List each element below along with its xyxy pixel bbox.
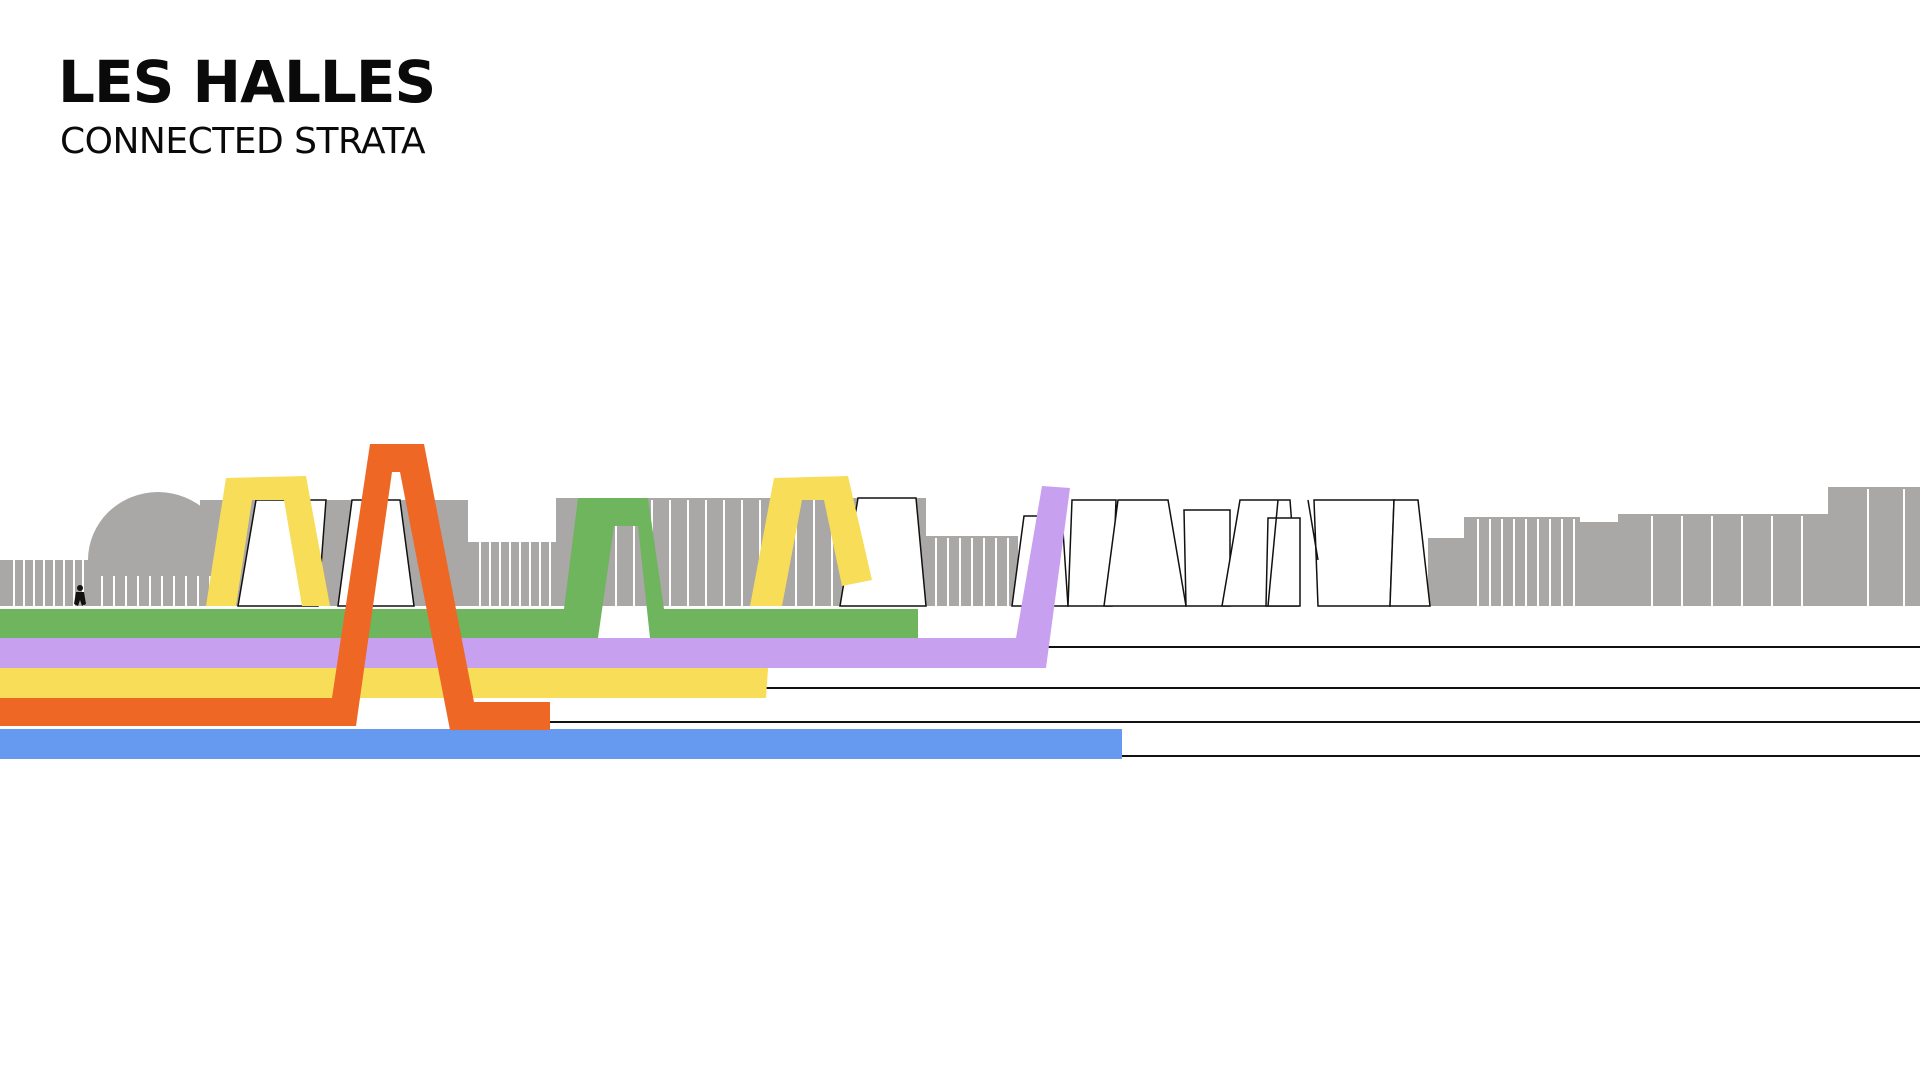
canopy-edge-2 [1307, 499, 1319, 561]
building-block-6 [1428, 538, 1464, 606]
canopy-module-7 [1183, 509, 1231, 607]
building-block-10 [1828, 487, 1920, 606]
yellow-stratum [0, 476, 872, 698]
building-block-2 [455, 542, 570, 606]
canopy-module-6 [1103, 499, 1187, 607]
green-stratum [0, 498, 918, 638]
orange-stratum-band [0, 444, 550, 730]
canopy-edge-1 [1267, 499, 1279, 607]
green-stratum-band [0, 498, 918, 638]
building-block-9 [1618, 514, 1828, 606]
building-block-4 [920, 536, 1018, 606]
blue-stratum-band [0, 729, 1122, 759]
yellow-arch-2 [750, 476, 872, 606]
building-left-edge [0, 560, 82, 606]
building-block-8 [1580, 522, 1618, 606]
page-title: LES HALLES [58, 48, 436, 116]
canopy-module-9 [1265, 517, 1301, 607]
blue-stratum [0, 729, 1122, 759]
person-figure-icon [74, 585, 86, 606]
building-block-7 [1464, 517, 1580, 606]
yellow-stratum-band [0, 668, 766, 698]
purple-stratum [0, 486, 1070, 668]
bourse-dome [88, 492, 228, 560]
purple-stratum-band [0, 486, 1070, 668]
canopy-module-5 [1067, 499, 1117, 607]
orange-stratum [0, 444, 550, 730]
canopy-module-10 [1313, 499, 1395, 607]
title-block: LES HALLES CONNECTED STRATA [58, 48, 436, 164]
yellow-arch-1 [206, 476, 330, 606]
canopy-module-11 [1389, 499, 1431, 607]
page-subtitle: CONNECTED STRATA [60, 121, 426, 162]
level-lines [540, 646, 1920, 757]
